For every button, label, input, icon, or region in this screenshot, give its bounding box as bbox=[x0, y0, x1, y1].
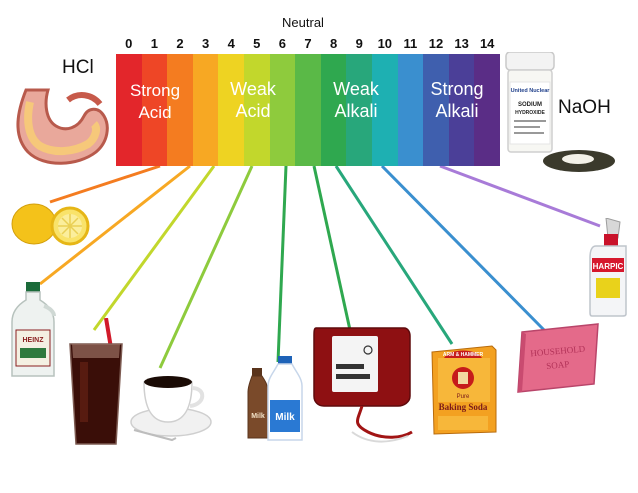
zone-strong-acid-line1: Strong bbox=[129, 81, 181, 100]
naoh-jar-brand: United Nuclear bbox=[511, 88, 551, 94]
ph-color-bar bbox=[116, 54, 500, 166]
zone-weak-alkali: Weak Alkali bbox=[326, 78, 386, 122]
pointer-line-toilet-cleaner bbox=[439, 164, 601, 228]
stomach-icon bbox=[16, 88, 109, 165]
ph-band-0 bbox=[116, 54, 142, 166]
ph-band-6 bbox=[269, 54, 296, 166]
baking-soda-name: Baking Soda bbox=[439, 402, 488, 412]
ph-number-7: 7 bbox=[304, 36, 312, 51]
zone-weak-acid-line1: Weak bbox=[230, 79, 276, 99]
ph-number-10: 10 bbox=[377, 36, 393, 51]
ph-number-12: 12 bbox=[428, 36, 444, 51]
ph-number-3: 3 bbox=[201, 36, 210, 51]
chocolate-milk-label: Milk bbox=[251, 413, 265, 420]
zone-strong-acid-line2: Acid bbox=[138, 103, 172, 122]
ph-number-2: 2 bbox=[176, 36, 184, 51]
soap-bar-icon: HOUSEHOLD SOAP bbox=[517, 323, 599, 393]
ph-number-1: 1 bbox=[150, 36, 158, 51]
zone-weak-alkali-line1: Weak bbox=[333, 79, 379, 99]
pointer-line-cola bbox=[92, 165, 216, 331]
coffee-cup-icon bbox=[130, 376, 212, 442]
ph-band-13 bbox=[448, 54, 475, 166]
ph-band-5 bbox=[243, 54, 270, 166]
blood-bag-icon bbox=[313, 327, 413, 443]
zone-strong-acid: Strong Acid bbox=[128, 80, 182, 124]
ph-number-6: 6 bbox=[278, 36, 286, 51]
cola-glass-icon bbox=[69, 318, 123, 445]
pointer-line-milk bbox=[276, 165, 288, 363]
ph-band-3 bbox=[192, 54, 219, 166]
ph-band-9 bbox=[346, 54, 372, 166]
vinegar-bottle-icon: HEINZ bbox=[11, 282, 56, 377]
toilet-cleaner-icon: HARPIC bbox=[589, 218, 627, 317]
ph-number-8: 8 bbox=[329, 36, 338, 51]
baking-soda-box-icon: ARM & HAMMER Pure Baking Soda bbox=[431, 345, 497, 435]
naoh-label: NaOH bbox=[558, 97, 611, 118]
ph-number-14: 14 bbox=[479, 36, 495, 51]
pointer-line-vinegar bbox=[39, 164, 191, 286]
zone-strong-alkali-line1: Strong bbox=[430, 79, 484, 99]
naoh-jar-icon: United Nuclear SODIUM HYDROXIDE bbox=[505, 52, 555, 153]
neutral-label: Neutral bbox=[282, 15, 324, 30]
ph-number-9: 9 bbox=[355, 36, 363, 51]
ph-number-13: 13 bbox=[454, 36, 469, 51]
ph-number-5: 5 bbox=[253, 36, 261, 51]
ph-band-10 bbox=[371, 54, 398, 166]
ph-band-12 bbox=[423, 54, 449, 166]
ph-band-8 bbox=[320, 54, 347, 166]
pointer-line-baking-soda bbox=[334, 165, 454, 345]
ph-band-4 bbox=[218, 54, 244, 166]
pointer-line-blood bbox=[312, 165, 352, 331]
ph-number-0: 0 bbox=[125, 36, 133, 51]
ph-number-4: 4 bbox=[227, 36, 235, 51]
milk-label: Milk bbox=[275, 412, 295, 423]
soap-text-line2: SOAP bbox=[546, 359, 570, 371]
pointer-line-coffee bbox=[158, 165, 254, 369]
ph-band-14 bbox=[474, 54, 500, 166]
baking-soda-pure: Pure bbox=[457, 394, 470, 400]
hcl-label: HCl bbox=[62, 57, 94, 78]
zone-weak-acid-line2: Acid bbox=[235, 101, 271, 121]
zone-weak-alkali-line2: Alkali bbox=[334, 101, 378, 121]
naoh-powder-icon bbox=[543, 150, 615, 172]
pointer-line-lemon bbox=[49, 164, 161, 204]
ph-number-11: 11 bbox=[403, 36, 418, 51]
harpic-label: HARPIC bbox=[593, 262, 624, 271]
vinegar-brand-text: HEINZ bbox=[23, 337, 45, 344]
ph-band-7 bbox=[295, 54, 321, 166]
naoh-jar-text-2: HYDROXIDE bbox=[515, 110, 545, 116]
ph-band-11 bbox=[397, 54, 424, 166]
zone-strong-alkali-line2: Alkali bbox=[435, 101, 479, 121]
ph-band-1 bbox=[141, 54, 168, 166]
milk-bottles-icon: Milk Milk bbox=[247, 356, 303, 441]
zone-weak-acid: Weak Acid bbox=[224, 78, 282, 122]
soap-text-line1: HOUSEHOLD bbox=[530, 344, 586, 359]
zone-strong-alkali: Strong Alkali bbox=[424, 78, 490, 122]
baking-soda-brand: ARM & HAMMER bbox=[443, 352, 484, 358]
ph-band-2 bbox=[167, 54, 193, 166]
naoh-jar-text-1: SODIUM bbox=[518, 102, 542, 108]
pointer-line-soap bbox=[380, 164, 550, 336]
lemon-icon bbox=[11, 203, 90, 246]
